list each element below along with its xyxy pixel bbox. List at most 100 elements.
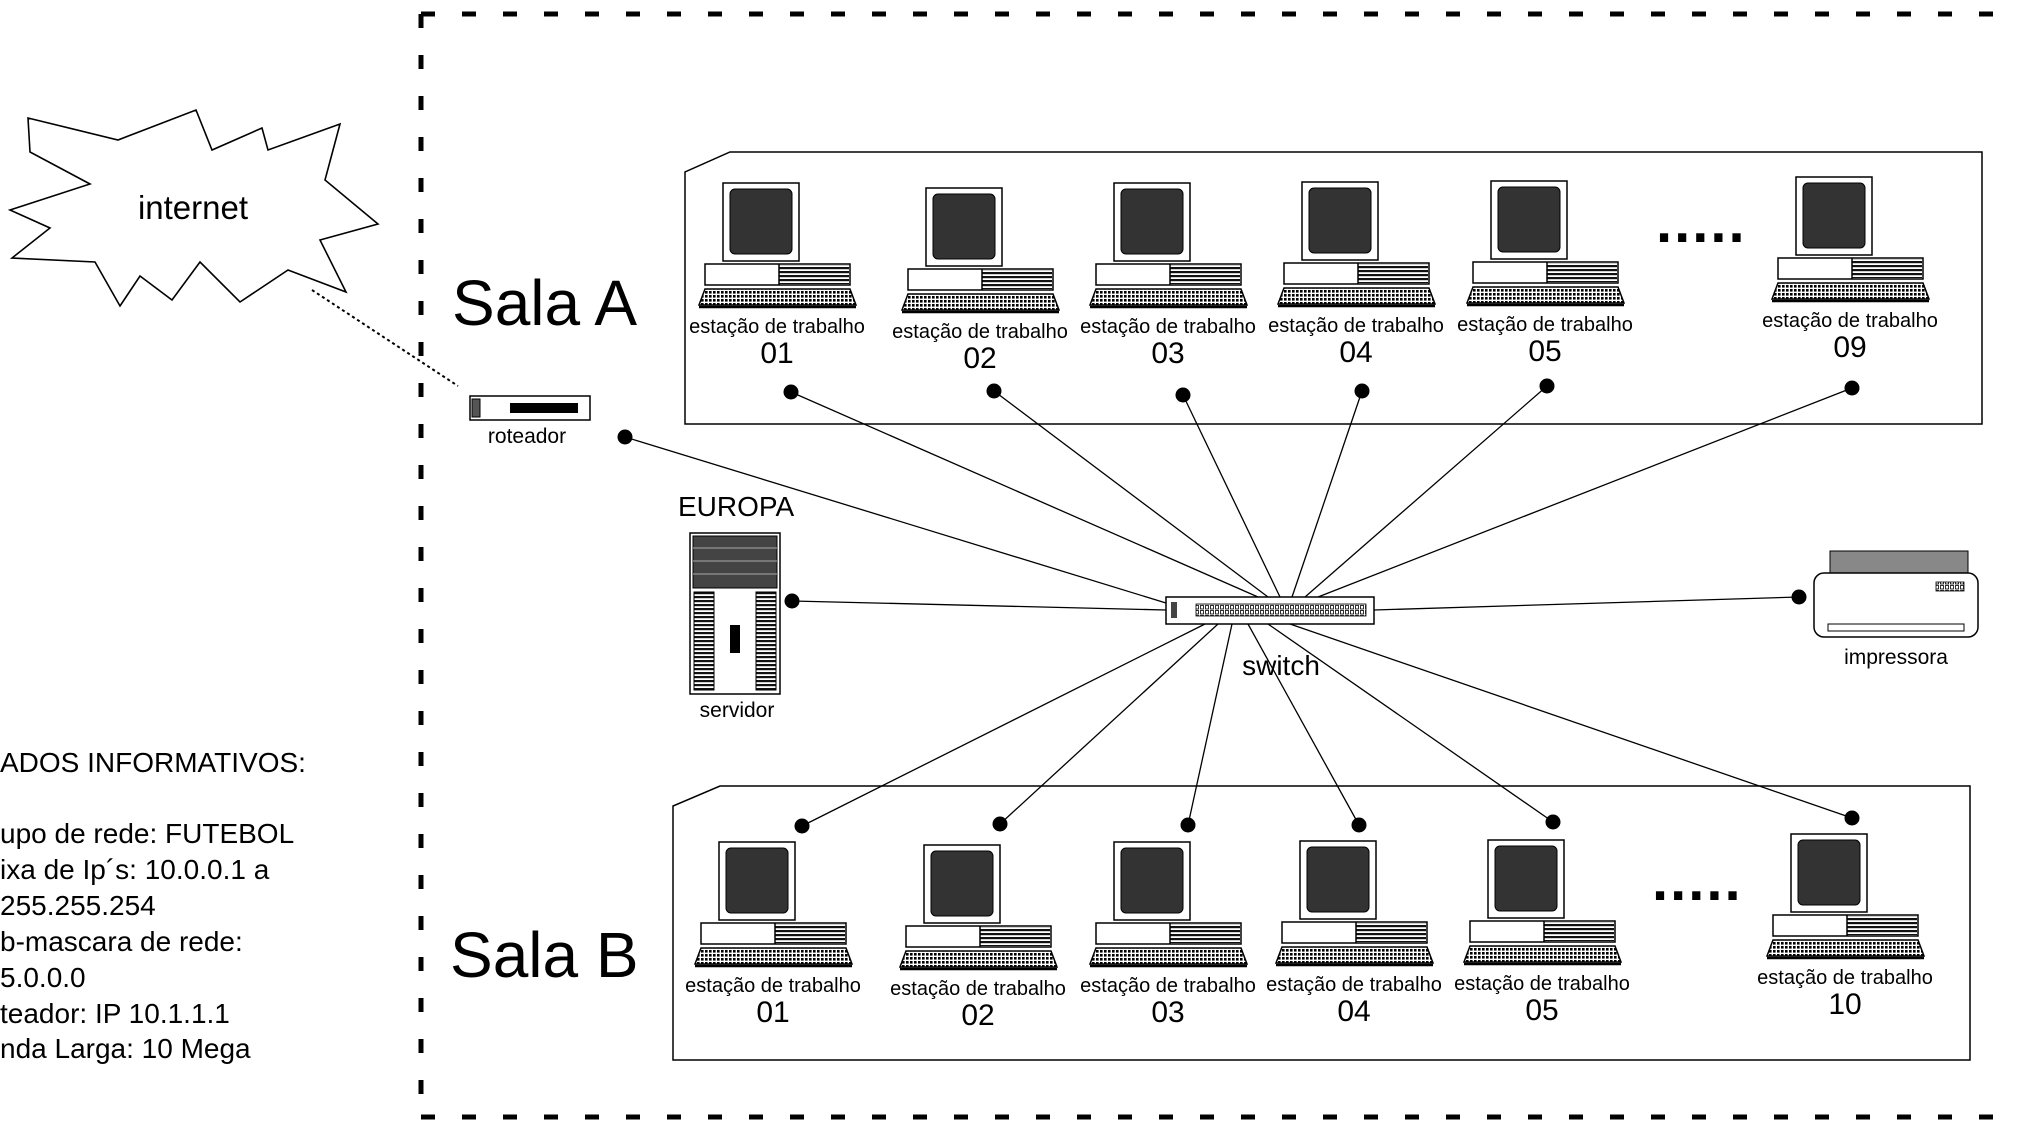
switch: switch: [1165, 596, 1375, 681]
link-sala-a-1: [790, 391, 1259, 598]
workstation-label: estação de trabalho: [1457, 314, 1633, 336]
workstation-number: 05: [1528, 335, 1561, 368]
computer-icon: [900, 186, 1061, 314]
router: roteador: [469, 395, 591, 448]
link-sala-b-2: [999, 623, 1219, 825]
connection-dot: [1545, 814, 1561, 830]
workstation-label: estação de trabalho: [1757, 967, 1933, 989]
info-line: ixa de Ip´s: 10.0.0.1 a: [0, 854, 270, 885]
workstation-number: 04: [1337, 995, 1370, 1028]
computer-icon: [693, 840, 854, 968]
printer-label: impressora: [1844, 646, 1948, 669]
server: EUROPA servidor: [678, 491, 794, 722]
sala-b-title: Sala B: [450, 919, 639, 991]
connection-dot: [1351, 817, 1367, 833]
connection-dot: [783, 384, 799, 400]
connection-dot: [794, 818, 810, 834]
info-line: teador: IP 10.1.1.1: [0, 998, 230, 1029]
printer: impressora: [1813, 550, 1979, 669]
internet-link: [311, 289, 459, 387]
connection-dot: [1844, 380, 1860, 396]
info-line: ADOS INFORMATIVOS:: [0, 747, 306, 778]
computer-icon: [1765, 832, 1926, 960]
link-sala-b-3: [1187, 623, 1233, 826]
connection-dot: [992, 816, 1008, 832]
link-sala-a-2: [993, 390, 1269, 598]
workstation-number: 01: [756, 996, 789, 1029]
computer-icon: [1462, 838, 1623, 966]
computer-icon: [1770, 175, 1931, 303]
link-sala-a-5: [1304, 385, 1548, 598]
computer-icon: [1088, 181, 1249, 309]
sala-b-box: [672, 785, 1971, 1061]
network-links: [624, 385, 1853, 827]
workstation-number: 03: [1151, 996, 1184, 1029]
workstation-number: 04: [1339, 336, 1372, 369]
internet-cloud: internet: [7, 108, 380, 308]
workstation-number: 09: [1833, 331, 1866, 364]
connection-dots: [617, 378, 1860, 834]
workstation-number: 01: [760, 337, 793, 370]
link-printer: [1373, 596, 1800, 611]
connection-dot: [1791, 589, 1807, 605]
computer-icon: [1276, 180, 1437, 308]
workstation-label: estação de trabalho: [1762, 310, 1938, 332]
router-label: roteador: [488, 425, 566, 448]
sala-a-box: [684, 151, 1983, 425]
connection-dot: [1175, 387, 1191, 403]
computer-icon: [1088, 840, 1249, 968]
sala-a-ellipsis: .....: [1656, 190, 1747, 255]
link-sala-a-3: [1182, 394, 1281, 598]
info-line: upo de rede: FUTEBOL: [0, 818, 294, 849]
workstation-label: estação de trabalho: [892, 321, 1068, 343]
computer-icon: [697, 181, 858, 309]
connection-dot: [1180, 817, 1196, 833]
workstation-label: estação de trabalho: [1266, 974, 1442, 996]
sala-b-ellipsis: .....: [1652, 848, 1743, 913]
workstation-label: estação de trabalho: [685, 975, 861, 997]
workstation-label: estação de trabalho: [890, 978, 1066, 1000]
switch-label: switch: [1242, 650, 1320, 681]
computer-icon: [898, 843, 1059, 971]
computer-icon: [1465, 179, 1626, 307]
link-server: [791, 600, 1167, 611]
workstation-label: estação de trabalho: [689, 316, 865, 338]
sala-a-title: Sala A: [452, 267, 637, 339]
info-block: ADOS INFORMATIVOS: upo de rede: FUTEBOL ix…: [0, 747, 306, 1064]
info-line: b-mascara de rede:: [0, 926, 243, 957]
server-name: EUROPA: [678, 491, 794, 522]
info-line: 255.255.254: [0, 890, 156, 921]
workstation-number: 03: [1151, 337, 1184, 370]
workstation-number: 10: [1828, 988, 1861, 1021]
connection-dot: [784, 593, 800, 609]
link-sala-a-4: [1291, 390, 1363, 598]
connection-dot: [617, 429, 633, 445]
link-router: [624, 436, 1167, 604]
workstation-label: estação de trabalho: [1454, 973, 1630, 995]
info-line: nda Larga: 10 Mega: [0, 1033, 251, 1064]
workstation-number: 02: [961, 999, 994, 1032]
link-sala-b-1: [801, 623, 1206, 827]
connection-dot: [1844, 810, 1860, 826]
workstation-number: 05: [1525, 994, 1558, 1027]
workstation-label: estação de trabalho: [1080, 316, 1256, 338]
connection-dot: [986, 383, 1002, 399]
internet-label: internet: [138, 189, 248, 226]
link-sala-b-4: [1247, 623, 1360, 826]
info-line: 5.0.0.0: [0, 962, 86, 993]
